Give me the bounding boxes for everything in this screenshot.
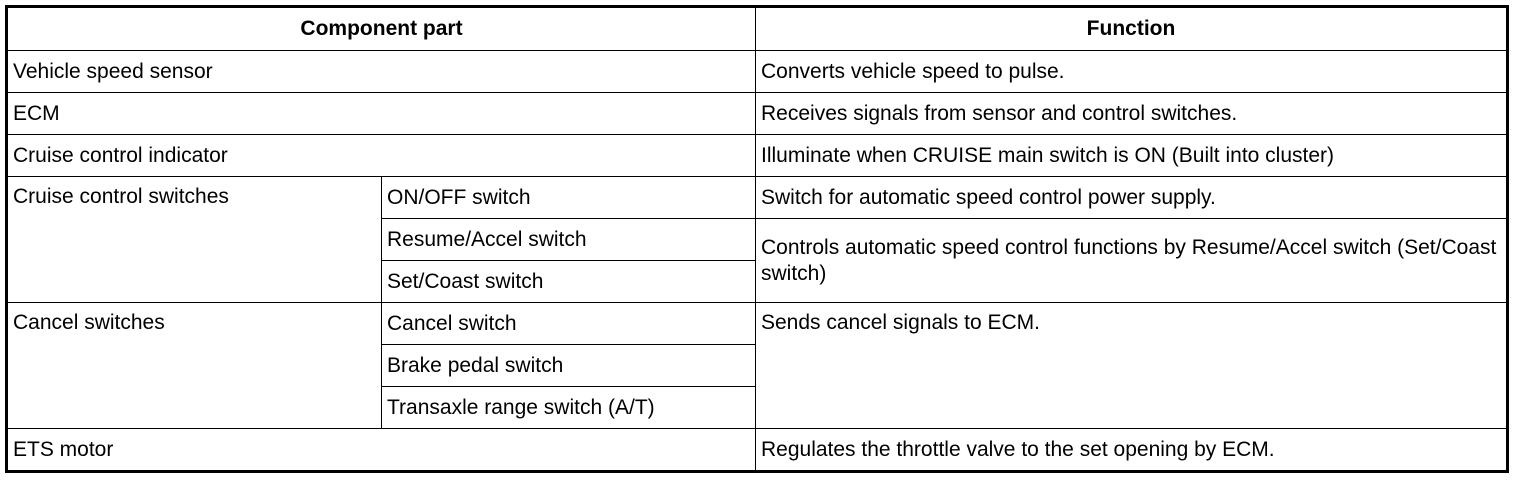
component-function-table: Component part Function Vehicle speed se… <box>5 5 1509 473</box>
table-row: Resume/Accel switch Controls automatic s… <box>7 218 1508 303</box>
function-cell: Illuminate when CRUISE main switch is ON… <box>755 134 1508 177</box>
subpart-cell: Transaxle range switch (A/T) <box>381 386 756 429</box>
subpart-cell: Cancel switch <box>381 302 756 345</box>
subpart-cell: Resume/Accel switch <box>381 218 756 261</box>
function-cell: Receives signals from sensor and control… <box>755 92 1508 135</box>
function-cell: Sends cancel signals to ECM. <box>755 302 1508 429</box>
component-cell: Vehicle speed sensor <box>6 50 756 93</box>
function-cell: Controls automatic speed control functio… <box>755 218 1508 303</box>
component-cell: Cruise control indicator <box>6 134 756 177</box>
component-cell: ECM <box>6 92 756 135</box>
component-cell: ETS motor <box>6 428 756 472</box>
header-component-part: Component part <box>6 6 756 51</box>
table-row: Cruise control indicator Illuminate when… <box>6 134 1508 177</box>
subpart-cell: Set/Coast switch <box>381 260 756 303</box>
header-row: Component part Function <box>6 6 1508 51</box>
subpart-cell: Brake pedal switch <box>381 344 756 387</box>
table-row: Transaxle range switch (A/T) <box>7 386 1508 429</box>
header-function: Function <box>755 6 1508 51</box>
table-row: Vehicle speed sensor Converts vehicle sp… <box>6 50 1508 93</box>
table-row: Cruise control switches ON/OFF switch Sw… <box>6 176 1508 303</box>
subpart-cell: ON/OFF switch <box>381 176 756 219</box>
table-row: Brake pedal switch <box>7 344 1508 387</box>
table-row: Cancel switches Cancel switch Sends canc… <box>6 302 1508 429</box>
component-group-cell: Cancel switches <box>6 302 382 429</box>
function-cell: Regulates the throttle valve to the set … <box>755 428 1508 472</box>
function-cell: Switch for automatic speed control power… <box>755 176 1508 219</box>
table-row: ECM Receives signals from sensor and con… <box>6 92 1508 135</box>
function-cell: Converts vehicle speed to pulse. <box>755 50 1508 93</box>
component-group-cell: Cruise control switches <box>6 176 382 303</box>
table-row: ETS motor Regulates the throttle valve t… <box>6 428 1508 472</box>
table-row: Set/Coast switch <box>7 260 1508 303</box>
